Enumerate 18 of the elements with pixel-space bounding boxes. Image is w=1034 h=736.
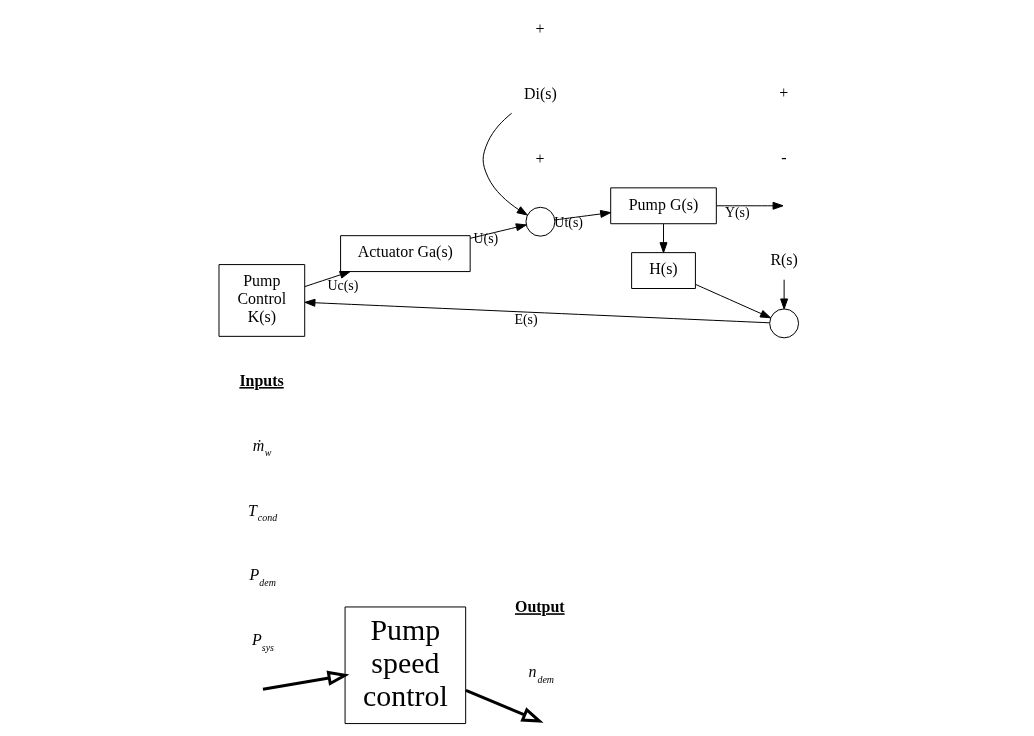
label: + (778, 83, 788, 101)
label: P$_{dem}$ (248, 566, 276, 588)
edge-label: E(s) (513, 311, 538, 327)
edge-label: U(s) (472, 230, 498, 246)
edge-label: Ut(s) (553, 215, 583, 231)
label: - (780, 148, 786, 166)
label: T$_{cond}$ (247, 501, 277, 524)
label: Output (514, 598, 565, 616)
edge-label: Y(s) (724, 204, 750, 220)
edge-label: Uc(s) (326, 278, 358, 294)
label: + (534, 149, 544, 167)
label: ṁ$_{w}$ (252, 436, 271, 459)
label: P$_{sys}$ (251, 631, 274, 653)
node-text: Di(s) (523, 84, 557, 102)
node-text: R(s) (769, 251, 798, 269)
label: Inputs (238, 371, 284, 389)
label: n$_{dem}$ (527, 663, 554, 685)
label: + (534, 20, 544, 38)
